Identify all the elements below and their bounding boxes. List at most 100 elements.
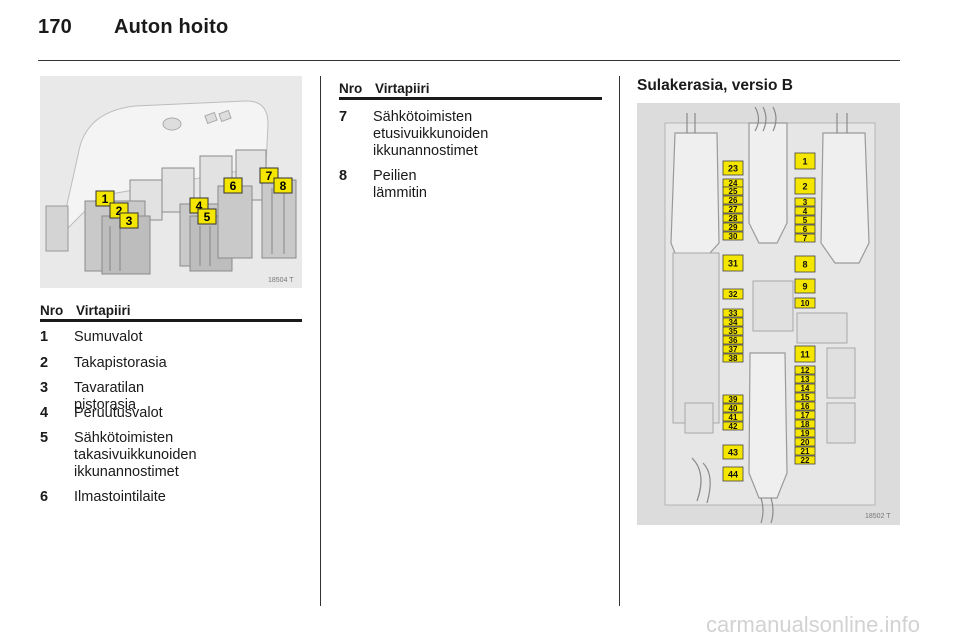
column-divider-1 bbox=[320, 76, 321, 606]
svg-text:10: 10 bbox=[801, 299, 810, 308]
fuse-label-11: 11 bbox=[794, 345, 816, 363]
fuse-label-18: 18 bbox=[794, 419, 816, 429]
svg-text:7: 7 bbox=[803, 234, 808, 243]
svg-text:30: 30 bbox=[729, 232, 738, 241]
svg-text:12: 12 bbox=[801, 366, 810, 375]
figure-id: 18504 T bbox=[268, 277, 294, 284]
fuse-labels-left: 2324252627282930313233343536373839404142… bbox=[722, 160, 744, 482]
callout-5: 5 bbox=[197, 208, 217, 225]
table-middle-header: Nro Virtapiiri bbox=[339, 81, 430, 96]
section-title: Sulakerasia, versio B bbox=[637, 77, 793, 94]
svg-text:24: 24 bbox=[729, 179, 738, 188]
svg-text:38: 38 bbox=[729, 354, 738, 363]
fuse-label-19: 19 bbox=[794, 428, 816, 438]
col-nro: Nro bbox=[339, 81, 363, 96]
svg-text:37: 37 bbox=[729, 345, 738, 354]
fuse-label-31: 31 bbox=[722, 254, 744, 272]
svg-text:13: 13 bbox=[801, 375, 810, 384]
svg-text:5: 5 bbox=[204, 210, 211, 224]
fuse-label-28: 28 bbox=[722, 213, 744, 223]
fuse-label-10: 10 bbox=[794, 297, 816, 309]
svg-text:23: 23 bbox=[728, 164, 738, 174]
svg-text:40: 40 bbox=[729, 404, 738, 413]
svg-text:39: 39 bbox=[729, 395, 738, 404]
fuse-label-8: 8 bbox=[794, 255, 816, 273]
svg-text:44: 44 bbox=[728, 470, 738, 480]
svg-text:3: 3 bbox=[126, 214, 133, 228]
svg-text:5: 5 bbox=[803, 216, 808, 225]
fuse-block-illustration: 1 2 3 4 5 6 7 8 18504 T bbox=[40, 76, 302, 288]
fuse-label-39: 39 bbox=[722, 394, 744, 404]
svg-text:29: 29 bbox=[729, 223, 738, 232]
callout-8: 8 bbox=[273, 177, 293, 194]
svg-text:31: 31 bbox=[728, 259, 738, 269]
fuse-label-23: 23 bbox=[722, 160, 744, 176]
svg-text:17: 17 bbox=[801, 411, 810, 420]
svg-text:42: 42 bbox=[729, 422, 738, 431]
svg-text:3: 3 bbox=[803, 198, 808, 207]
svg-text:19: 19 bbox=[801, 429, 810, 438]
svg-text:2: 2 bbox=[802, 182, 807, 192]
fuse-label-36: 36 bbox=[722, 335, 744, 345]
fuse-label-7: 7 bbox=[794, 233, 816, 243]
svg-text:34: 34 bbox=[729, 318, 738, 327]
fuse-label-15: 15 bbox=[794, 392, 816, 402]
fuse-label-4: 4 bbox=[794, 206, 816, 216]
page-number: 170 bbox=[38, 16, 72, 38]
callout-1: 1 bbox=[95, 190, 115, 207]
fuse-label-20: 20 bbox=[794, 437, 816, 447]
page-title: Auton hoito bbox=[114, 16, 229, 38]
svg-text:11: 11 bbox=[800, 350, 810, 360]
fuse-label-13: 13 bbox=[794, 374, 816, 384]
col-nro: Nro bbox=[40, 303, 64, 318]
fuse-label-30: 30 bbox=[722, 231, 744, 241]
fuse-label-26: 26 bbox=[722, 195, 744, 205]
fuse-label-43: 43 bbox=[722, 444, 744, 460]
svg-text:9: 9 bbox=[802, 282, 807, 292]
svg-text:18: 18 bbox=[801, 420, 810, 429]
svg-text:20: 20 bbox=[801, 438, 810, 447]
fuse-label-29: 29 bbox=[722, 222, 744, 232]
fuse-label-40: 40 bbox=[722, 403, 744, 413]
svg-text:27: 27 bbox=[729, 205, 738, 214]
svg-text:4: 4 bbox=[196, 199, 203, 213]
svg-text:1: 1 bbox=[802, 157, 807, 167]
fuse-label-32: 32 bbox=[722, 288, 744, 300]
svg-text:8: 8 bbox=[802, 260, 807, 270]
svg-text:1: 1 bbox=[102, 192, 109, 206]
fuse-box-diagram: 2324252627282930313233343536373839404142… bbox=[637, 103, 900, 525]
svg-text:36: 36 bbox=[729, 336, 738, 345]
fuse-label-6: 6 bbox=[794, 224, 816, 234]
svg-text:6: 6 bbox=[230, 179, 237, 193]
fuse-label-34: 34 bbox=[722, 317, 744, 327]
fuse-label-37: 37 bbox=[722, 344, 744, 354]
svg-text:22: 22 bbox=[801, 456, 810, 465]
svg-text:4: 4 bbox=[803, 207, 808, 216]
fuse-label-17: 17 bbox=[794, 410, 816, 420]
svg-text:32: 32 bbox=[729, 290, 738, 299]
page-header: 170 Auton hoito bbox=[38, 16, 228, 39]
fuse-label-22: 22 bbox=[794, 455, 816, 465]
fuse-label-14: 14 bbox=[794, 383, 816, 393]
fuse-label-1: 1 bbox=[794, 152, 816, 170]
col-circuit: Virtapiiri bbox=[375, 81, 430, 96]
svg-text:16: 16 bbox=[801, 402, 810, 411]
svg-text:33: 33 bbox=[729, 309, 738, 318]
watermark: carmanualsonline.info bbox=[705, 612, 920, 637]
fuse-label-38: 38 bbox=[722, 353, 744, 363]
fuse-label-9: 9 bbox=[794, 278, 816, 294]
fuse-label-5: 5 bbox=[794, 215, 816, 225]
header-rule bbox=[38, 60, 900, 61]
fuse-label-12: 12 bbox=[794, 365, 816, 375]
svg-text:15: 15 bbox=[801, 393, 810, 402]
svg-text:26: 26 bbox=[729, 196, 738, 205]
fuse-label-21: 21 bbox=[794, 446, 816, 456]
svg-text:43: 43 bbox=[728, 448, 738, 458]
svg-text:35: 35 bbox=[729, 327, 738, 336]
fuse-label-42: 42 bbox=[722, 421, 744, 431]
fuse-label-35: 35 bbox=[722, 326, 744, 336]
fuse-label-44: 44 bbox=[722, 466, 744, 482]
svg-text:28: 28 bbox=[729, 214, 738, 223]
figure-id: 18502 T bbox=[865, 513, 891, 520]
